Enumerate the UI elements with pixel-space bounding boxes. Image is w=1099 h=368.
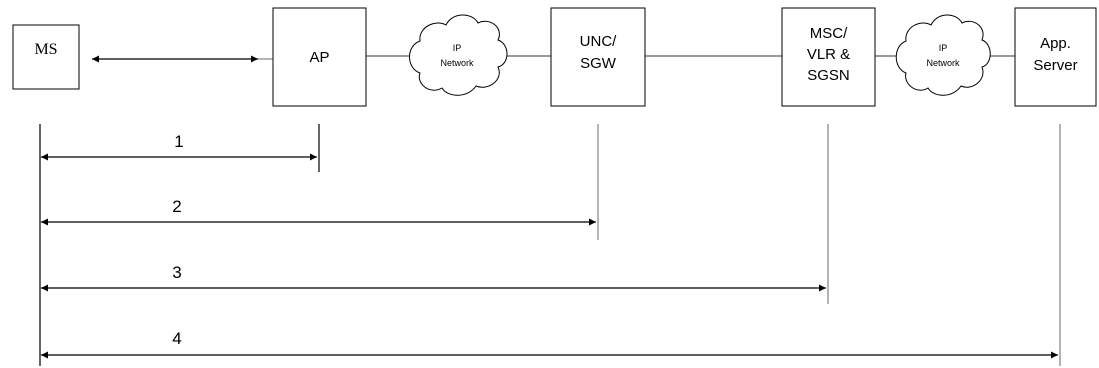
cloud-icon [409, 14, 508, 96]
cloud-label-line1: IP [939, 43, 948, 53]
span-1: 1 [41, 132, 317, 161]
span-2: 2 [41, 197, 596, 226]
span-3-label: 3 [172, 263, 181, 282]
msc-label-line2: VLR & [807, 46, 850, 63]
span-4: 4 [41, 329, 1058, 359]
cloud-label-line2: Network [926, 58, 960, 68]
unc-label-line1: UNC/ [580, 33, 617, 50]
span-3: 3 [41, 263, 826, 292]
span-2-label: 2 [172, 197, 181, 216]
msc-vlr-sgsn-node: MSC/ VLR & SGSN [781, 7, 876, 107]
cloud-icon [895, 14, 991, 96]
ms-node: MS [12, 24, 80, 90]
app-server-node: App. Server [1014, 7, 1097, 107]
span-1-label: 1 [174, 132, 183, 151]
app-label-line2: Server [1033, 57, 1077, 74]
msc-label-line3: SGSN [807, 67, 850, 84]
app-label-line1: App. [1040, 35, 1071, 52]
span-4-label: 4 [172, 329, 181, 348]
ap-label: AP [309, 49, 329, 66]
cloud-label-line1: IP [453, 43, 462, 53]
ip-network-cloud-2: IP Network [895, 14, 991, 96]
ip-network-cloud-1: IP Network [409, 14, 508, 96]
cloud-label-line2: Network [440, 58, 474, 68]
unc-label-line2: SGW [580, 55, 617, 72]
ms-label: MS [34, 41, 57, 58]
ap-node: AP [272, 7, 367, 107]
unc-sgw-node: UNC/ SGW [550, 7, 646, 107]
msc-label-line1: MSC/ [810, 25, 848, 42]
